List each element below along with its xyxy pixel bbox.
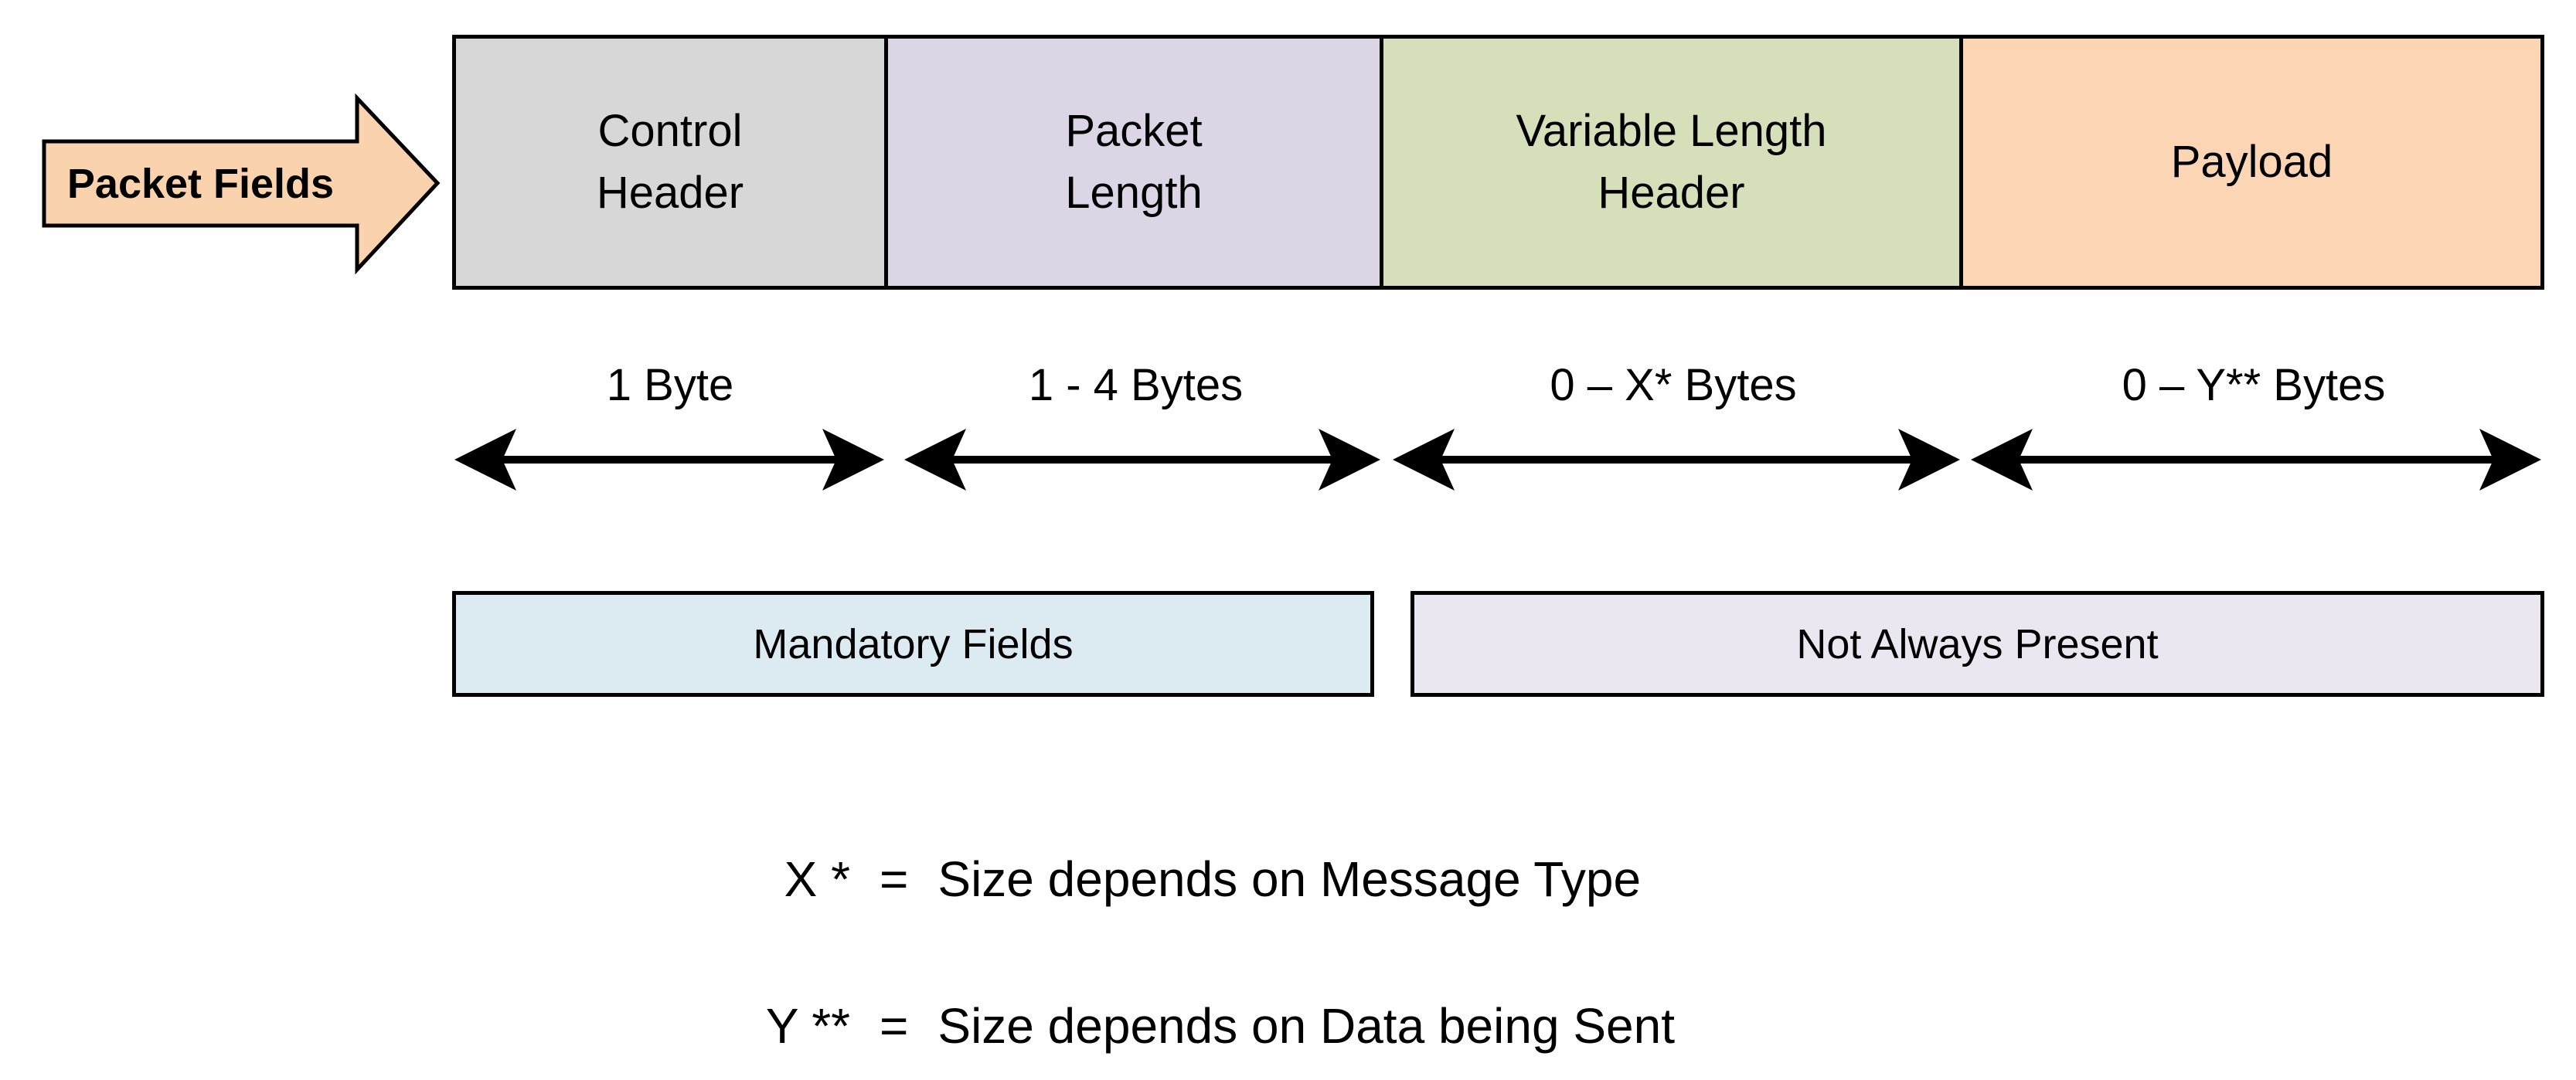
footnote-x-definition: Size depends on Message Type xyxy=(938,851,1642,907)
size-arrows xyxy=(454,429,2541,491)
packet-fields-row: Control Header Packet Length Variable Le… xyxy=(452,35,2544,290)
size-label-packet-length: 1 - 4 Bytes xyxy=(1028,359,1244,410)
footnote-y-definition: Size depends on Data being Sent xyxy=(938,998,1675,1054)
field-label-packet-length: Packet Length xyxy=(1065,105,1203,218)
field-box-packet-length: Packet Length xyxy=(884,35,1383,290)
field-box-control-header: Control Header xyxy=(452,35,888,290)
footnote-x-equals: = xyxy=(880,851,909,907)
size-arrow-control-header xyxy=(454,429,884,491)
group-label-not-always-present: Not Always Present xyxy=(1796,620,2159,667)
field-sizes-row: 1 Byte 1 - 4 Bytes 0 – X* Bytes 0 – Y** … xyxy=(452,354,2544,416)
field-label-payload: Payload xyxy=(2170,136,2333,187)
footnote-y: Y ** = Size depends on Data being Sent xyxy=(699,991,1675,1061)
footnote-x: X * = Size depends on Message Type xyxy=(699,844,1641,914)
size-arrow-variable-length-header xyxy=(1393,429,1960,491)
size-arrow-payload xyxy=(1971,429,2541,491)
size-label-payload: 0 – Y** Bytes xyxy=(2122,359,2386,410)
footnote-x-symbol: X * xyxy=(784,851,850,907)
group-box-not-always-present: Not Always Present xyxy=(1411,591,2544,697)
footnote-y-symbol: Y ** xyxy=(765,998,850,1054)
footnote-y-equals: = xyxy=(880,998,909,1054)
size-label-variable-length-header: 0 – X* Bytes xyxy=(1550,359,1797,410)
group-label-mandatory-fields: Mandatory Fields xyxy=(753,620,1074,667)
field-label-variable-length-header: Variable Length Header xyxy=(1516,105,1827,218)
field-label-control-header: Control Header xyxy=(596,105,744,218)
field-box-variable-length-header: Variable Length Header xyxy=(1380,35,1963,290)
size-arrow-packet-length xyxy=(904,429,1380,491)
size-label-control-header: 1 Byte xyxy=(606,359,734,410)
field-box-payload: Payload xyxy=(1959,35,2544,290)
packet-fields-arrow-shape xyxy=(42,93,441,275)
group-box-mandatory-fields: Mandatory Fields xyxy=(452,591,1374,697)
packet-fields-arrow-label: Packet Fields xyxy=(66,160,335,207)
packet-fields-arrow-polygon xyxy=(42,93,441,275)
